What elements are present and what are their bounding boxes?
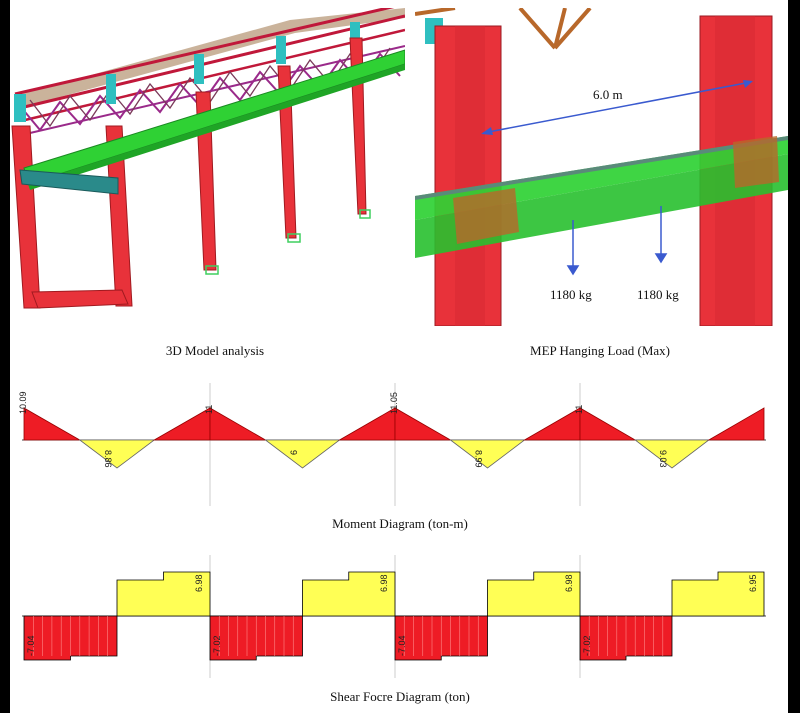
moment-sagging (264, 439, 341, 469)
mep-load-drawing: 6.0 m 1180 kg 1180 kg (415, 8, 788, 326)
moment-support-label: 11 (574, 405, 584, 414)
moment-hogging-right (152, 407, 211, 441)
moment-midspan-label: 9.03 (658, 450, 668, 468)
moment-support-label: 10.09 (18, 391, 28, 414)
shear-negative-label: -7.04 (26, 635, 36, 656)
3d-model-drawing (11, 8, 405, 309)
moment-grid (209, 383, 581, 506)
moment-support-label: 11 (204, 405, 214, 414)
moment-midspan-label: 8.99 (474, 450, 484, 468)
cyan-brackets (14, 22, 360, 122)
caption-moment-diagram: Moment Diagram (ton-m) (332, 516, 468, 531)
span-label: 6.0 m (593, 87, 623, 102)
shear-positive-label: 6.98 (379, 574, 389, 592)
shear-positive-label: 6.95 (748, 574, 758, 592)
base-tie (31, 289, 129, 309)
moment-midspan-label: 8.86 (103, 450, 113, 468)
mep-load-view: 6.0 m 1180 kg 1180 kg (415, 8, 788, 326)
right-frame-border (788, 0, 800, 713)
span-dimension (481, 80, 753, 135)
shear-positive-label: 6.98 (194, 574, 204, 592)
load-arrows (566, 206, 668, 276)
shear-positive-label: 6.98 (564, 574, 574, 592)
caption-mep-load: MEP Hanging Load (Max) (530, 343, 670, 358)
moment-hogging-left (394, 407, 452, 441)
teal-crossbeam (19, 169, 119, 195)
moment-support-label: 11.05 (389, 392, 399, 414)
moment-hogging-right (707, 407, 765, 441)
moment-hogging-left (23, 407, 82, 441)
shear-positive-block (671, 571, 765, 617)
moment-sagging (78, 439, 156, 469)
moment-hogging-right (338, 407, 396, 441)
mep-beam (23, 49, 405, 185)
load-label-right: 1180 kg (637, 287, 679, 302)
moment-midspan-label: 9 (289, 450, 299, 455)
beam-clamps (453, 136, 779, 244)
left-frame-border (0, 0, 10, 713)
shear-negative-label: -7.02 (212, 635, 222, 656)
mep-beam-side (28, 64, 405, 190)
caption-shear-diagram: Shear Focre Diagram (ton) (330, 689, 470, 704)
moment-diagram: 10.09 8.86 11 9 11.05 8.99 11 9.03 (18, 383, 766, 506)
caption-3d-model: 3D Model analysis (165, 343, 265, 358)
truss-remnant (415, 8, 592, 50)
moment-sagging (449, 439, 526, 469)
shear-negative-label: -7.02 (582, 635, 592, 656)
left-column (434, 25, 502, 326)
moment-sagging (634, 439, 710, 469)
3d-model-view (10, 8, 405, 318)
shear-diagram: 6.98 -7.04 6.98 -7.02 6.98 -7.04 6.95 -7.02 (22, 555, 766, 678)
moment-hogging-right (523, 407, 581, 441)
moment-hogging-left (579, 407, 637, 441)
shear-negative-label: -7.04 (397, 635, 407, 656)
base-plates (205, 209, 371, 275)
moment-hogging-left (209, 407, 267, 441)
load-label-left: 1180 kg (550, 287, 592, 302)
